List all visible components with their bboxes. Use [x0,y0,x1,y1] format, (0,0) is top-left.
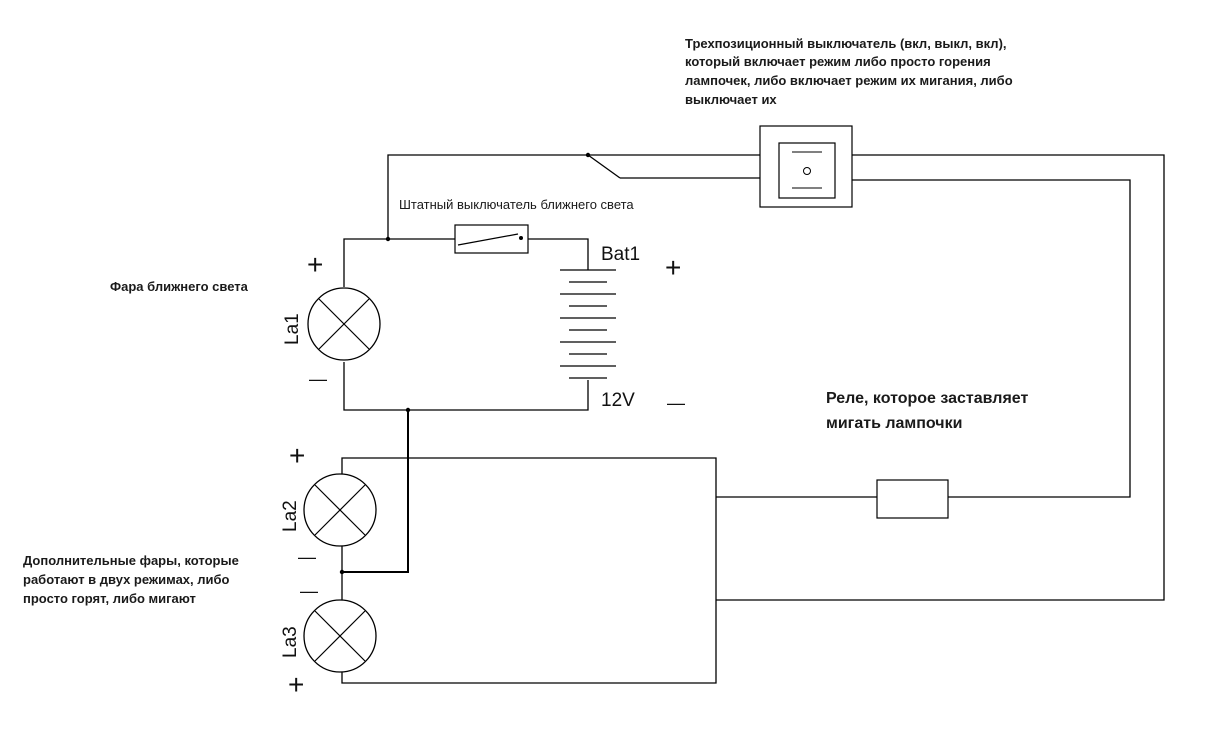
relay-note: Реле, которое заставляет мигать лампочки [826,390,1028,432]
plus-sign-la3: + [288,669,304,700]
extra-lamps-note-line: работают в двух режимах, либо [23,572,230,587]
minus-sign-la3: — [300,581,318,601]
junction-dot [405,407,411,413]
wire-la2-top [341,457,717,684]
switch3-note-line: лампочек, либо включает режим их мигания… [685,73,1013,88]
headlight-note: Фара ближнего света [110,279,249,294]
wire-la1-top [343,238,455,287]
switch3-note-line: который включает режим либо просто горен… [685,54,991,69]
wire-switch-to-battery [528,238,589,270]
lamp-la1 [307,287,381,361]
plus-sign-la1: + [307,249,323,280]
minus-sign-battery: — [667,393,685,413]
plus-sign-la2: + [289,440,305,471]
wire-top-left [387,154,588,239]
lamp-la2 [303,473,377,547]
plus-sign-battery: + [665,252,681,283]
wire-right-inner [852,179,1131,498]
wire-ground-branch [342,410,409,573]
label-la1: La1 [282,313,303,345]
relay-symbol-icon [876,479,949,519]
label-battery-name: Bat1 [601,244,640,265]
relay-note-line: Реле, которое заставляет [826,390,1028,407]
junction-dot [585,152,591,158]
wire-right-outer [716,154,1165,601]
lamp-symbol-icon [303,473,377,547]
minus-sign-la2: — [298,547,316,567]
wires [341,154,1165,684]
switch3-note: Трехпозиционный выключатель (вкл, выкл, … [685,36,1013,107]
label-la3: La3 [280,626,301,658]
lamp-la3 [303,599,377,673]
switch3-note-line: Трехпозиционный выключатель (вкл, выкл, … [685,36,1007,51]
wire-la1-bottom [343,362,589,411]
label-battery-voltage: 12V [601,390,635,411]
junction-dot [339,569,345,575]
lamp-symbol-icon [303,599,377,673]
three-position-switch-icon [759,125,853,208]
relay-note-line: мигать лампочки [826,415,962,432]
stock-switch-note: Штатный выключатель ближнего света [399,197,634,212]
lamp-symbol-icon [307,287,381,361]
switch-symbol-icon [454,224,529,254]
switch3-note-line: выключает их [685,92,777,107]
battery-symbol-icon [560,269,616,379]
extra-lamps-note-line: Дополнительные фары, которые [23,553,239,568]
minus-sign-la1: — [309,369,327,389]
junction-dot [385,236,391,242]
label-la2: La2 [280,500,301,532]
extra-lamps-note: Дополнительные фары, которые работают в … [23,553,239,606]
extra-lamps-note-line: просто горят, либо мигают [23,591,196,606]
wire-top-switch-contact [587,154,621,179]
